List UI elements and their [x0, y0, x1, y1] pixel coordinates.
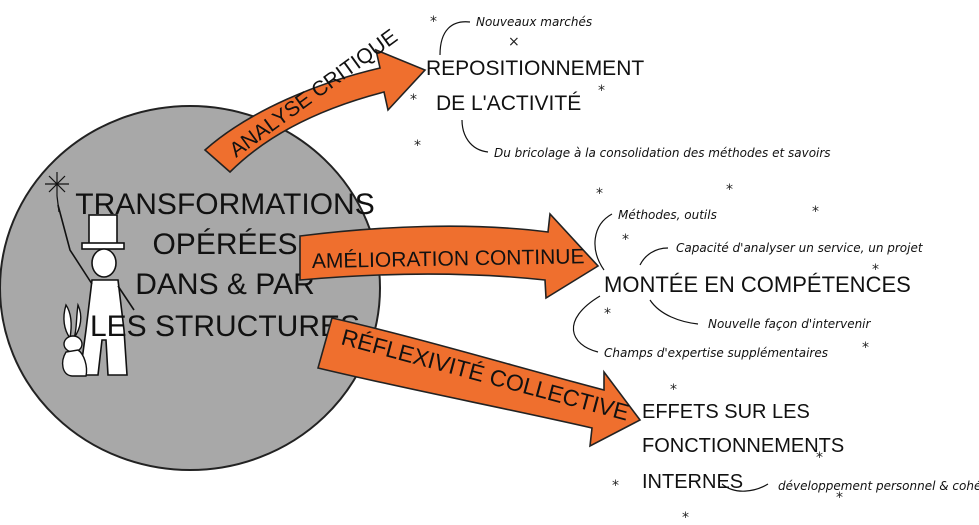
connector — [721, 483, 769, 492]
svg-text:*: * — [596, 186, 603, 202]
svg-text:*: * — [726, 182, 733, 198]
center-title-line: LES STRUCTURES — [90, 310, 360, 343]
sparkle-icon — [45, 172, 69, 213]
svg-text:*: * — [612, 478, 619, 494]
branch-methodes: Méthodes, outils — [618, 208, 717, 222]
effets-title: EFFETS SUR LES FONCTIONNEMENTS INTERNES — [642, 401, 844, 493]
center-circle — [0, 105, 381, 471]
repositionnement-title: REPOSITIONNEMENT DE L'ACTIVITÉ — [426, 57, 644, 115]
branch-champs: Champs d'expertise supplémentaires — [604, 346, 828, 360]
svg-text:*: * — [414, 138, 421, 154]
svg-text:*: * — [670, 382, 677, 398]
star-icon: * × * * * * * * * * * * * * * * * — [410, 14, 879, 525]
svg-text:*: * — [430, 14, 437, 30]
svg-text:*: * — [682, 510, 689, 525]
center-title-line: DANS & PAR — [135, 268, 315, 301]
arrow-reflexivite — [317, 317, 642, 448]
connector — [439, 21, 471, 56]
svg-text:*: * — [410, 92, 417, 108]
branch-capacite: Capacité d'analyser un service, un proje… — [676, 241, 924, 255]
connector — [639, 247, 669, 266]
svg-text:*: * — [598, 83, 605, 99]
effets-line: INTERNES — [642, 471, 743, 493]
connector — [649, 299, 699, 325]
connector — [572, 295, 601, 353]
svg-text:*: * — [622, 232, 629, 248]
svg-text:*: * — [604, 306, 611, 322]
center-title-line: OPÉRÉES — [152, 228, 297, 261]
connector — [461, 119, 489, 153]
competences-title: MONTÉE EN COMPÉTENCES — [604, 272, 911, 297]
repositionnement-line: REPOSITIONNEMENT — [426, 57, 644, 80]
center-title-line: TRANSFORMATIONS — [75, 188, 374, 221]
branch-developpement: développement personnel & cohésion — [778, 479, 979, 493]
effets-line: EFFETS SUR LES — [642, 401, 810, 423]
svg-text:*: * — [836, 490, 843, 506]
repositionnement-line: DE L'ACTIVITÉ — [436, 92, 581, 115]
arrow-label-amelioration: AMÉLIORATION CONTINUE — [312, 245, 585, 273]
branch-bricolage: Du bricolage à la consolidation des méth… — [494, 146, 831, 160]
arrow-analyse-critique — [203, 48, 427, 174]
svg-text:*: * — [862, 340, 869, 356]
effets-line: FONCTIONNEMENTS — [642, 435, 844, 457]
connector — [594, 213, 613, 271]
rabbit-icon — [61, 302, 88, 377]
svg-text:*: * — [872, 262, 879, 278]
center-title: TRANSFORMATIONS OPÉRÉES DANS & PAR LES S… — [75, 188, 374, 343]
branch-nouveaux-marches: Nouveaux marchés — [476, 15, 592, 29]
svg-text:*: * — [812, 204, 819, 220]
arrow-amelioration — [299, 212, 600, 300]
magician-icon — [57, 204, 135, 376]
branch-nouvelle-facon: Nouvelle façon d'intervenir — [708, 317, 872, 331]
svg-text:×: × — [508, 34, 520, 50]
svg-text:*: * — [816, 450, 823, 466]
